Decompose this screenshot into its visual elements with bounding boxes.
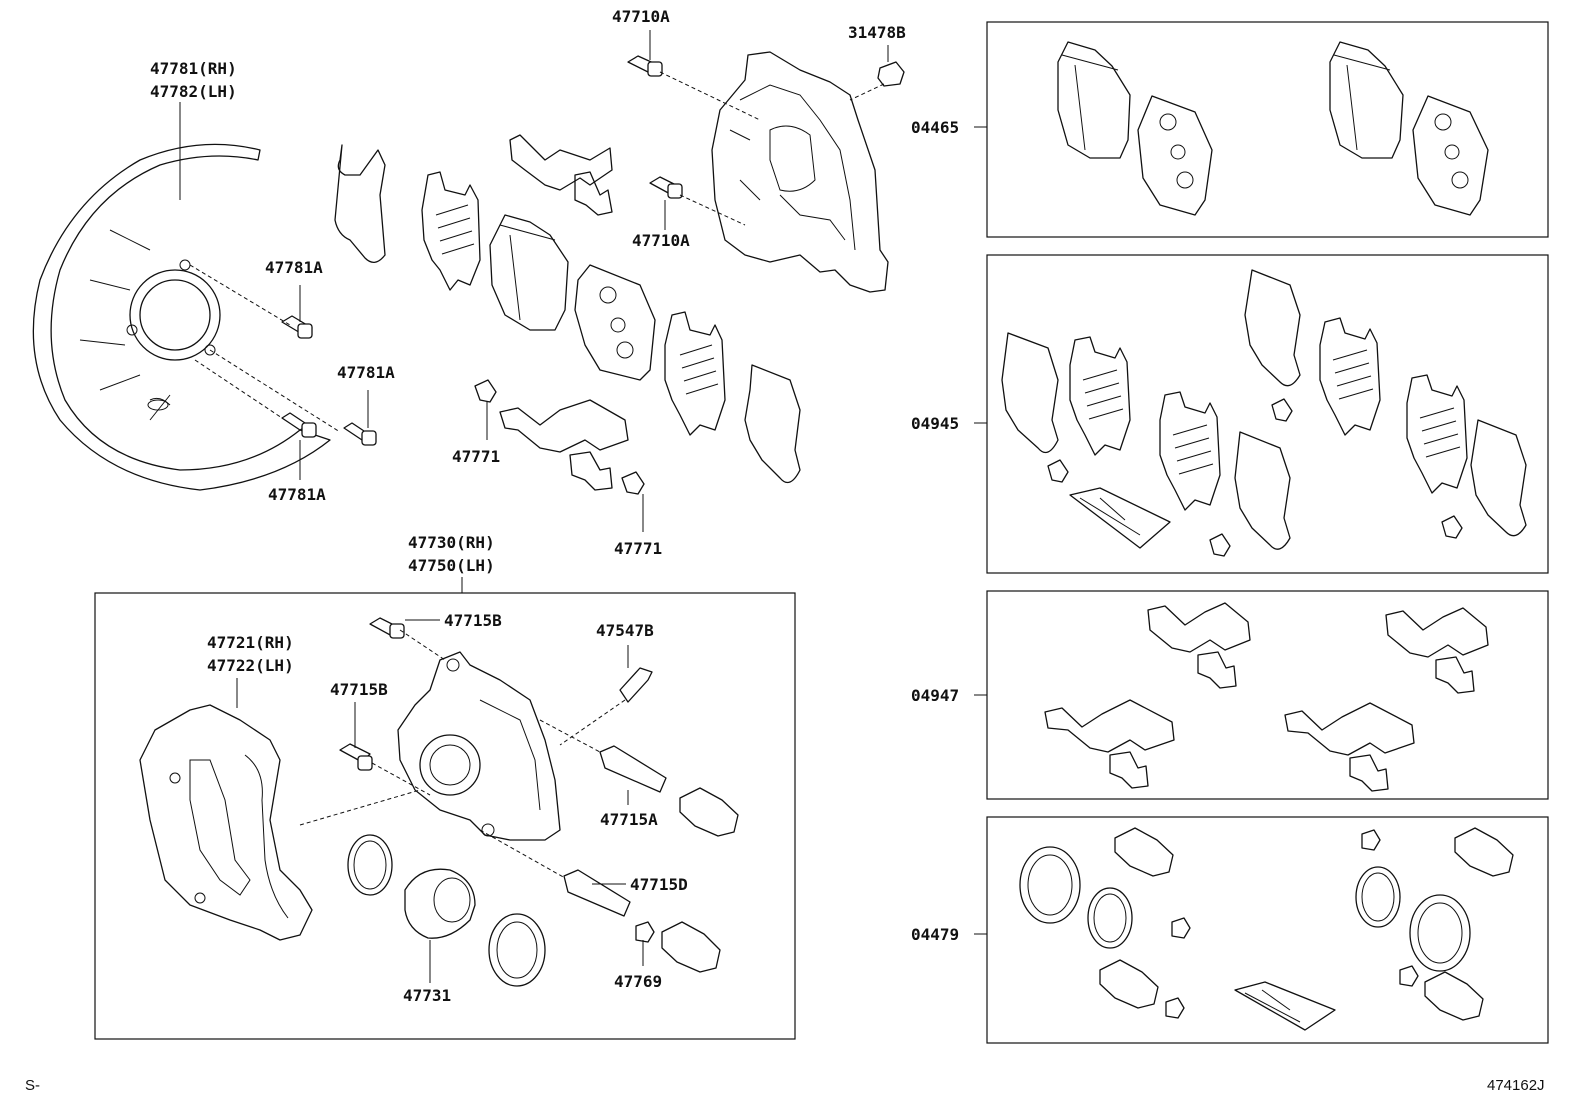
brake-pad-upper-outer — [489, 214, 569, 331]
bolt-47710a-top — [627, 55, 663, 77]
label-47781a-3: 47781A — [268, 485, 326, 504]
pad-support-plate-lower — [499, 399, 629, 491]
label-47715a: 47715A — [600, 810, 658, 829]
dust-shield-illustration — [32, 143, 331, 491]
kit-box-04479 — [986, 816, 1549, 1044]
label-47715b-top: 47715B — [444, 611, 502, 630]
label-47722: 47722(LH) — [207, 656, 294, 675]
label-47710a-top: 47710A — [612, 7, 670, 26]
label-47781a-1: 47781A — [265, 258, 323, 277]
pad-support-plate-upper — [509, 134, 613, 216]
kit-04947-plates — [1044, 602, 1489, 792]
bolt-47715b-top — [369, 617, 405, 639]
clip-47771-right — [621, 471, 645, 495]
label-47547b: 47547B — [596, 621, 654, 640]
kit-04479-seals — [1019, 827, 1514, 1031]
label-47769: 47769 — [614, 972, 662, 991]
label-47781: 47781(RH) — [150, 59, 237, 78]
piston-seal — [347, 834, 393, 896]
label-04947: 04947 — [911, 686, 959, 705]
caliper-bracket-upper — [711, 51, 889, 293]
piston-47731 — [404, 868, 476, 939]
label-04945: 04945 — [911, 414, 959, 433]
guide-pin-47715d — [563, 869, 631, 917]
label-47771-right: 47771 — [614, 539, 662, 558]
label-47771-left: 47771 — [452, 447, 500, 466]
bolt-47781a-top — [281, 290, 313, 339]
label-47710a-mid: 47710A — [632, 231, 690, 250]
bolt-47715b-left — [339, 743, 373, 771]
label-47730: 47730(RH) — [408, 533, 495, 552]
shim-inner-right — [664, 311, 726, 436]
clip-47771-left — [474, 379, 497, 403]
shim-outer-left — [334, 144, 386, 263]
label-47731: 47731 — [403, 986, 451, 1005]
label-47715d: 47715D — [630, 875, 688, 894]
label-04479: 04479 — [911, 925, 959, 944]
shim-outer-right — [744, 364, 801, 484]
label-47715b-left: 47715B — [330, 680, 388, 699]
bleeder-screw-47547b — [619, 667, 653, 703]
kit-box-04947 — [986, 590, 1549, 800]
label-47782: 47782(LH) — [150, 82, 237, 101]
caliper-body — [397, 651, 561, 841]
bolt-47781a-mid — [343, 422, 377, 446]
bushing-47769 — [635, 921, 655, 943]
label-47721: 47721(RH) — [207, 633, 294, 652]
kit-box-04945 — [986, 254, 1549, 574]
label-04465: 04465 — [911, 118, 959, 137]
kit-04465-pads — [1057, 41, 1489, 216]
brake-pad-upper-inner — [574, 264, 656, 381]
guide-pin-47715a — [599, 745, 667, 793]
shim-inner-left — [421, 171, 481, 291]
label-47781a-2: 47781A — [337, 363, 395, 382]
kit-04945-shims — [1001, 269, 1527, 557]
boot-47715a — [679, 787, 739, 837]
footer-left-code: S- — [25, 1077, 40, 1094]
bushing-31478b — [877, 61, 905, 87]
footer-diagram-number: 474162J — [1487, 1077, 1545, 1094]
bolt-47781a-bottom — [281, 412, 317, 438]
boot-47769 — [661, 921, 721, 973]
caliper-assembly-box — [94, 592, 796, 1040]
label-31478b: 31478B — [848, 23, 906, 42]
bolt-47710a-mid — [649, 176, 683, 199]
label-47750: 47750(LH) — [408, 556, 495, 575]
kit-box-04465 — [986, 21, 1549, 238]
piston-boot — [488, 913, 546, 987]
caliper-mounting-bracket — [139, 704, 313, 941]
